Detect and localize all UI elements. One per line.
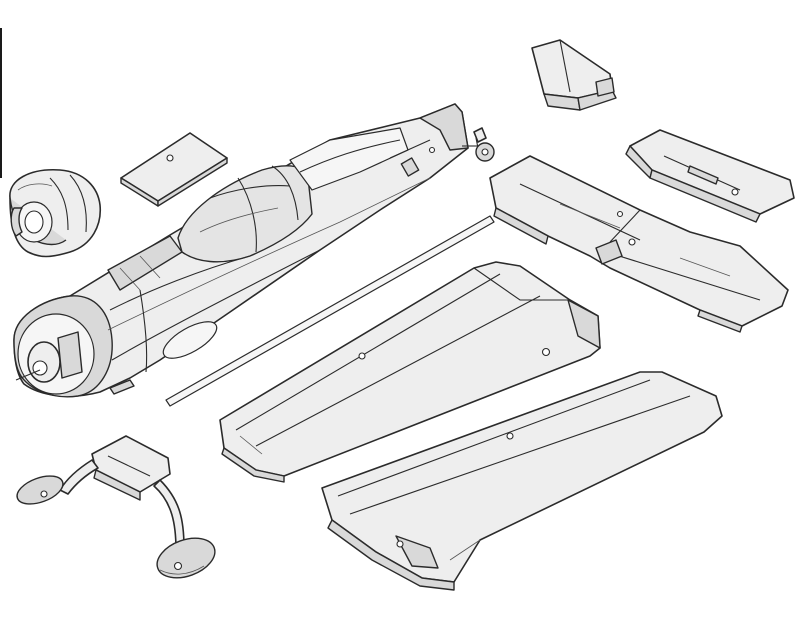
hatch-part [120,132,228,207]
vertical-fin-part [531,39,617,111]
wing-right-part [219,261,601,483]
fuselage-part [13,103,469,398]
wing-left-part [321,371,723,591]
wing-tube-part [165,215,495,407]
cowl-part [9,169,102,258]
image-edge-line [0,28,2,178]
rudder-part [625,129,795,223]
tail-wheel-part [462,127,495,162]
horizontal-stabilizer-part [489,155,789,333]
landing-gear-part [16,435,216,579]
